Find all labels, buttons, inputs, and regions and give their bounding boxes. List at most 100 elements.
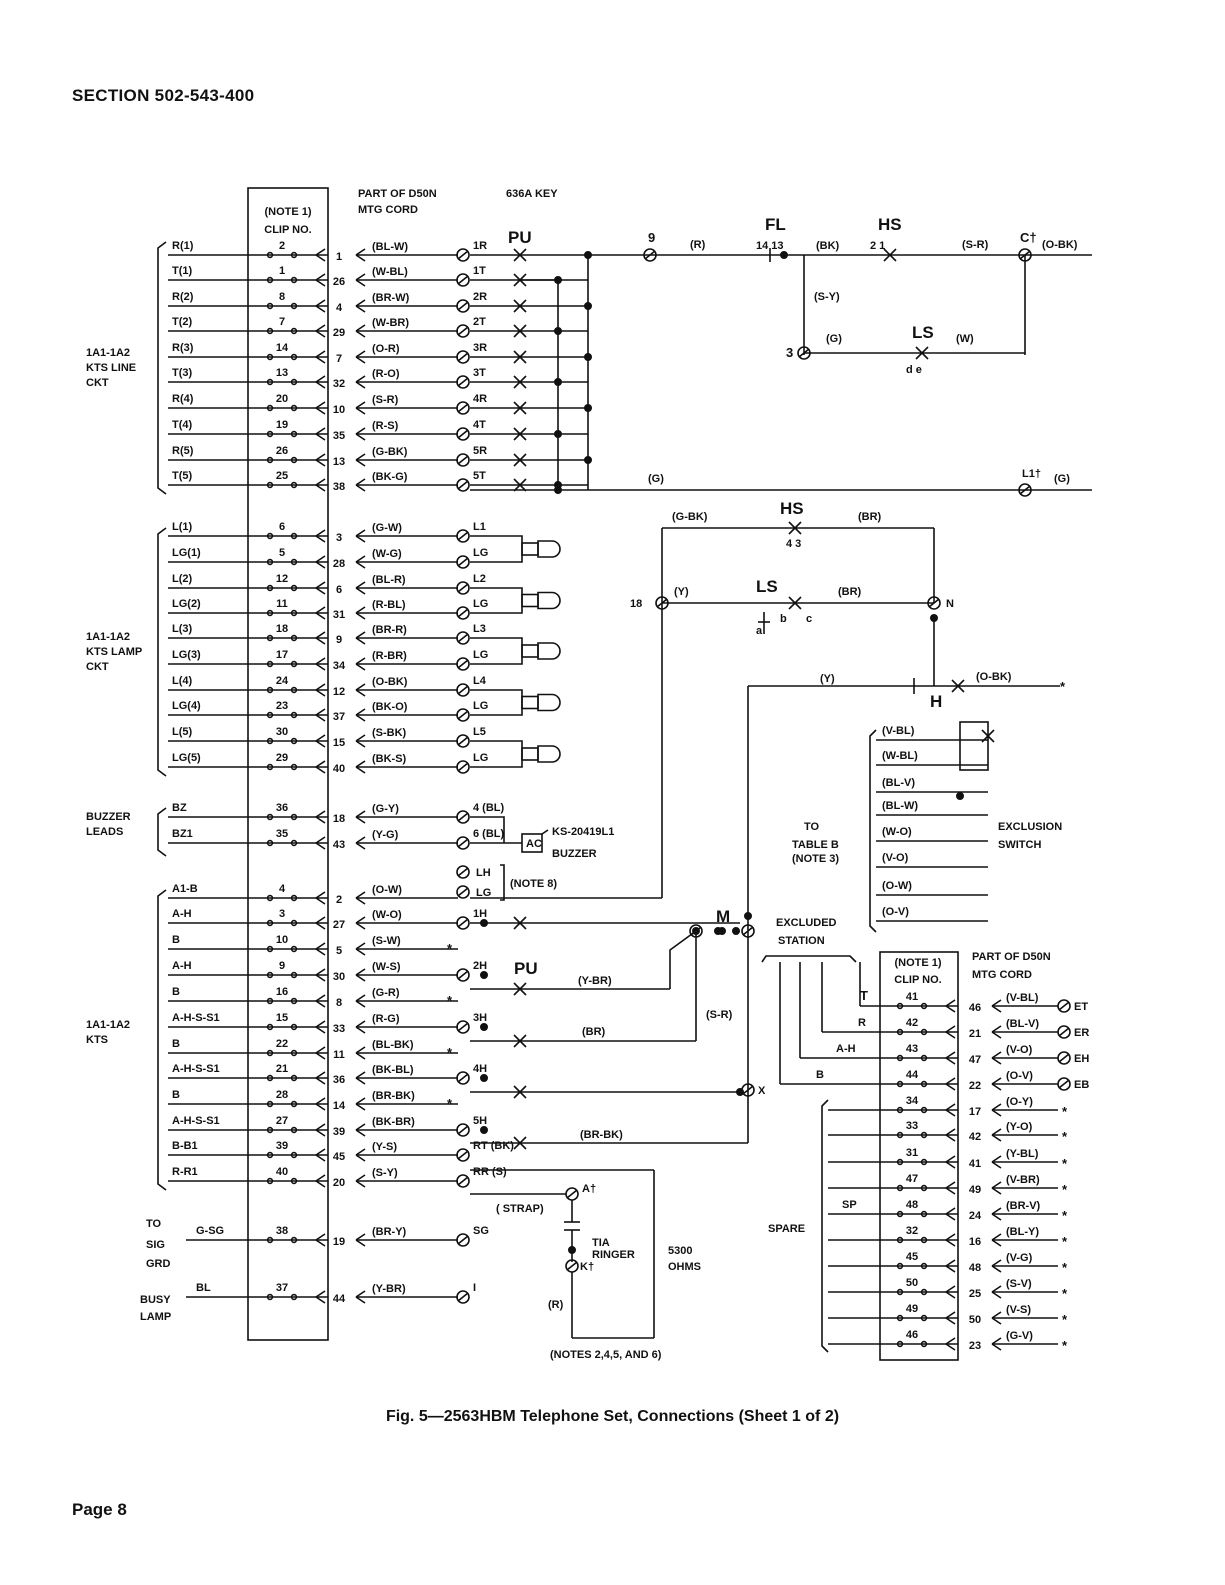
connector-arrow	[315, 836, 326, 844]
connector-arrow	[315, 1020, 326, 1028]
connector-arrow	[355, 734, 366, 742]
connector-arrow	[315, 1097, 326, 1105]
color-code: (BR-R)	[372, 624, 407, 636]
connector-arrow	[315, 459, 326, 467]
connector-arrow	[315, 324, 326, 332]
group-label: KTS LAMP	[86, 646, 142, 658]
terminal-slash	[457, 710, 469, 720]
terminal-screw	[1018, 483, 1032, 497]
lead-label: A-H	[172, 908, 192, 920]
key-contact	[513, 453, 527, 467]
connector-arrow	[315, 942, 326, 950]
pin-number: 31	[333, 609, 345, 621]
terminal-label: 1R	[473, 240, 487, 252]
cord-label: PART OF D50N	[358, 188, 437, 200]
pin-number: 23	[969, 1340, 981, 1352]
color-code: (BR-V)	[1006, 1200, 1041, 1212]
connector-arrow	[991, 1025, 1002, 1033]
terminal-label: 3T	[473, 367, 486, 379]
connector-arrow	[315, 375, 326, 383]
junction-dot	[553, 326, 562, 335]
clip-number: 3	[279, 908, 285, 920]
connector-arrow	[355, 974, 366, 982]
connector-arrow	[355, 535, 366, 543]
clip-number: 8	[279, 291, 285, 303]
terminal-label: 3R	[473, 342, 487, 354]
pin-number: 38	[333, 481, 345, 493]
connector-arrow	[355, 375, 366, 383]
color-code: (W-S)	[372, 961, 401, 973]
terminal-slash	[457, 918, 469, 928]
color-code: (BK-BL)	[372, 1064, 414, 1076]
exclusion-lead: (O-W)	[882, 880, 912, 892]
clip-number: 30	[276, 726, 288, 738]
pin-number: 1	[336, 251, 342, 263]
terminal-slash	[457, 812, 469, 822]
exclusion-label: EXCLUSION	[998, 821, 1062, 833]
connector-arrow	[991, 1233, 1002, 1241]
connector-arrow	[355, 689, 366, 697]
terminal-label: 3H	[473, 1012, 487, 1024]
junction-dot	[955, 791, 964, 800]
connector-arrow	[991, 999, 1002, 1007]
clip-number: 42	[906, 1017, 918, 1029]
connector-arrow	[991, 1181, 1002, 1189]
connector-arrow	[315, 305, 326, 313]
lead-label: R(3)	[172, 342, 194, 354]
junction-dot	[553, 377, 562, 386]
pin-number: 21	[969, 1028, 981, 1040]
terminal-label: 4R	[473, 393, 487, 405]
clip-number: 14	[276, 342, 289, 354]
terminal-label: SG	[473, 1225, 489, 1237]
bracket	[761, 955, 857, 963]
group-label: KTS	[86, 1034, 108, 1046]
color-code: (V-S)	[1006, 1304, 1031, 1316]
terminal-slash	[457, 736, 469, 746]
terminal-label: LG	[473, 700, 488, 712]
terminal-slash	[457, 326, 469, 336]
terminal-screw	[456, 555, 470, 569]
connector-arrow	[315, 1180, 326, 1188]
note8-label: (NOTE 8)	[510, 878, 557, 890]
lead-label: LG(4)	[172, 700, 201, 712]
terminal-label: 5R	[473, 445, 487, 457]
ls2-label: LS	[756, 577, 778, 596]
buzzer-label: BUZZER	[552, 848, 597, 860]
terminal-screw	[456, 708, 470, 722]
terminal-screw	[456, 248, 470, 262]
terminal-screw	[456, 734, 470, 748]
connector-arrow	[945, 1317, 956, 1325]
connector-arrow	[315, 1290, 326, 1298]
connector-arrow	[355, 1233, 366, 1241]
pin-number: 30	[333, 971, 345, 983]
pin-number: 43	[333, 839, 345, 851]
pin-number: 10	[333, 404, 345, 416]
connector-arrow	[355, 897, 366, 905]
pin-number: 18	[333, 813, 345, 825]
h-key	[513, 1034, 527, 1048]
lead-label: BZ1	[172, 828, 193, 840]
terminal-slash	[1058, 1027, 1070, 1037]
connector-arrow	[945, 999, 956, 1007]
color-code: (BK-G)	[372, 471, 408, 483]
connector-arrow	[315, 529, 326, 537]
exclusion-lead: (W-BL)	[882, 750, 918, 762]
terminal-label: LG	[473, 547, 488, 559]
connector-arrow	[355, 994, 366, 1002]
terminal-label: EH	[1074, 1053, 1089, 1065]
terminal-slash	[457, 1022, 469, 1032]
connector-arrow	[355, 637, 366, 645]
wire-sr: (S-R)	[962, 239, 989, 251]
wire-g: (G)	[1054, 473, 1070, 485]
spare-star: *	[1062, 1260, 1068, 1275]
wire-r: (R)	[690, 239, 706, 251]
pin-number: 48	[969, 1262, 981, 1274]
connector-arrow	[315, 453, 326, 461]
pin-number: 27	[333, 919, 345, 931]
terminal-screw	[1057, 1051, 1071, 1065]
connector-arrow	[315, 1071, 326, 1079]
connector-arrow	[945, 1207, 956, 1215]
key-label: 636A KEY	[506, 188, 558, 200]
key-contact	[513, 375, 527, 389]
spare-star: *	[1062, 1156, 1068, 1171]
